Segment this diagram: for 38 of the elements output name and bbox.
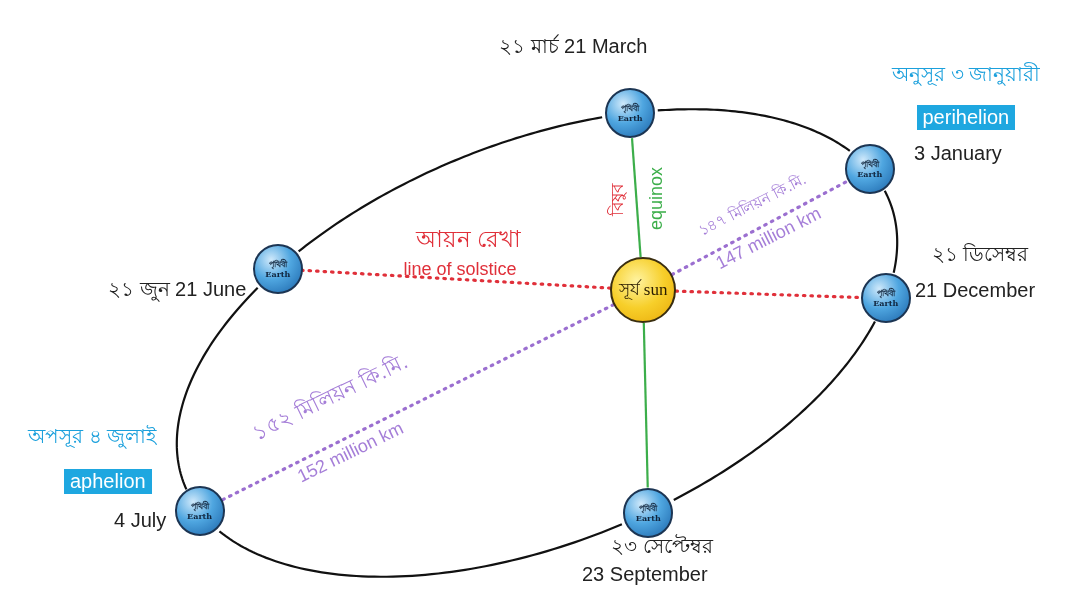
- event-label: অপসূর ৪ জুলাই: [28, 423, 157, 451]
- straight-line: [642, 322, 649, 488]
- term-tag: perihelion: [916, 104, 1016, 130]
- date-label: ২১ ডিসেম্বর: [931, 241, 1029, 267]
- dotted-line: [220, 303, 616, 502]
- dotted-line: [670, 179, 850, 277]
- earth-label: পৃথিবী Earth: [634, 502, 662, 523]
- line-name: equinox: [645, 166, 667, 230]
- orbit-line: [673, 321, 876, 501]
- earth-circle: [174, 486, 225, 537]
- dotted-line: [301, 268, 612, 290]
- term-tag: aphelion: [64, 468, 152, 494]
- event-label: অনুসূর ৩ জানুয়ারী: [892, 61, 1041, 88]
- orbit-line: [218, 523, 623, 578]
- earth-circle: [860, 273, 911, 324]
- earth-label: পৃথিবী Earth: [856, 159, 884, 180]
- orbit-line: [297, 116, 603, 253]
- earth-label: পৃথিবী Earth: [616, 103, 644, 124]
- orbit-line: [657, 108, 851, 152]
- date-label: 21 December: [915, 278, 1036, 302]
- straight-line: [630, 138, 642, 258]
- earth-circle: [252, 243, 303, 294]
- earth-label: পৃথিবী Earth: [264, 258, 292, 279]
- date-label: 23 September: [582, 562, 708, 586]
- line-name: বিষুব: [606, 184, 628, 216]
- orbit-line: [883, 190, 899, 273]
- date-label: 3 January: [914, 141, 1002, 165]
- date-label: 4 July: [114, 508, 167, 532]
- earth-circle: [844, 144, 895, 195]
- earth-label: পৃথিবী Earth: [186, 501, 214, 522]
- date-label: ২১ জুন 21 June: [108, 276, 247, 304]
- date-label: ২১ মার্চ 21 March: [499, 33, 648, 59]
- sun-label: সূর্য sun: [618, 278, 668, 302]
- line-name: আয়ন রেখা: [415, 224, 521, 254]
- date-label: ২৩ সেপ্টেম্বর: [611, 533, 713, 559]
- earth-label: পৃথিবী Earth: [872, 288, 900, 309]
- line-name: line of solstice: [403, 258, 517, 280]
- orbit-line: [175, 287, 259, 490]
